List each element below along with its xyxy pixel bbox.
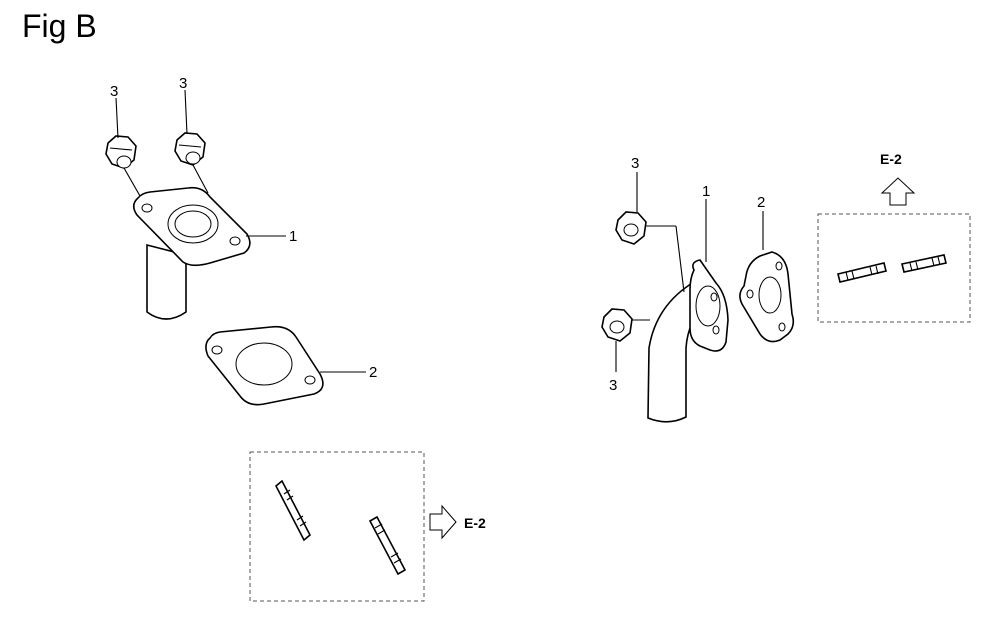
right-bolt-bottom-part xyxy=(601,308,633,342)
callout-left-bolt-a: 3 xyxy=(110,83,118,100)
figure-title: Fig B xyxy=(22,8,97,44)
callout-right-pipe: 1 xyxy=(702,183,710,200)
ref-right-studs: E-2 xyxy=(880,151,902,167)
right-bolt-top-part xyxy=(615,211,647,245)
ref-left-studs: E-2 xyxy=(464,515,486,531)
right-gasket-part xyxy=(739,251,795,343)
callout-left-pipe: 1 xyxy=(289,228,297,245)
right-ref-arrow-icon xyxy=(880,177,916,206)
left-stud-a-part xyxy=(274,479,312,542)
left-bolt-a-part xyxy=(105,135,137,169)
right-assembly xyxy=(601,172,971,423)
left-assembly xyxy=(105,89,457,602)
right-stud-a-part xyxy=(837,262,887,283)
right-pipe-part xyxy=(647,259,729,423)
left-stud-box xyxy=(249,451,425,602)
callout-right-gasket: 2 xyxy=(757,194,765,211)
callout-right-bolt-top: 3 xyxy=(631,155,639,172)
callout-left-bolt-b: 3 xyxy=(179,75,187,92)
right-stud-b-part xyxy=(901,254,947,273)
callout-right-bolt-bottom: 3 xyxy=(609,377,617,394)
callout-left-gasket: 2 xyxy=(369,364,377,381)
left-stud-b-part xyxy=(368,515,407,576)
right-stud-box xyxy=(817,213,971,323)
left-bolt-b-part xyxy=(174,132,206,166)
left-gasket-part xyxy=(205,325,324,406)
left-ref-arrow-icon xyxy=(429,504,457,540)
left-pipe-part xyxy=(132,186,251,320)
